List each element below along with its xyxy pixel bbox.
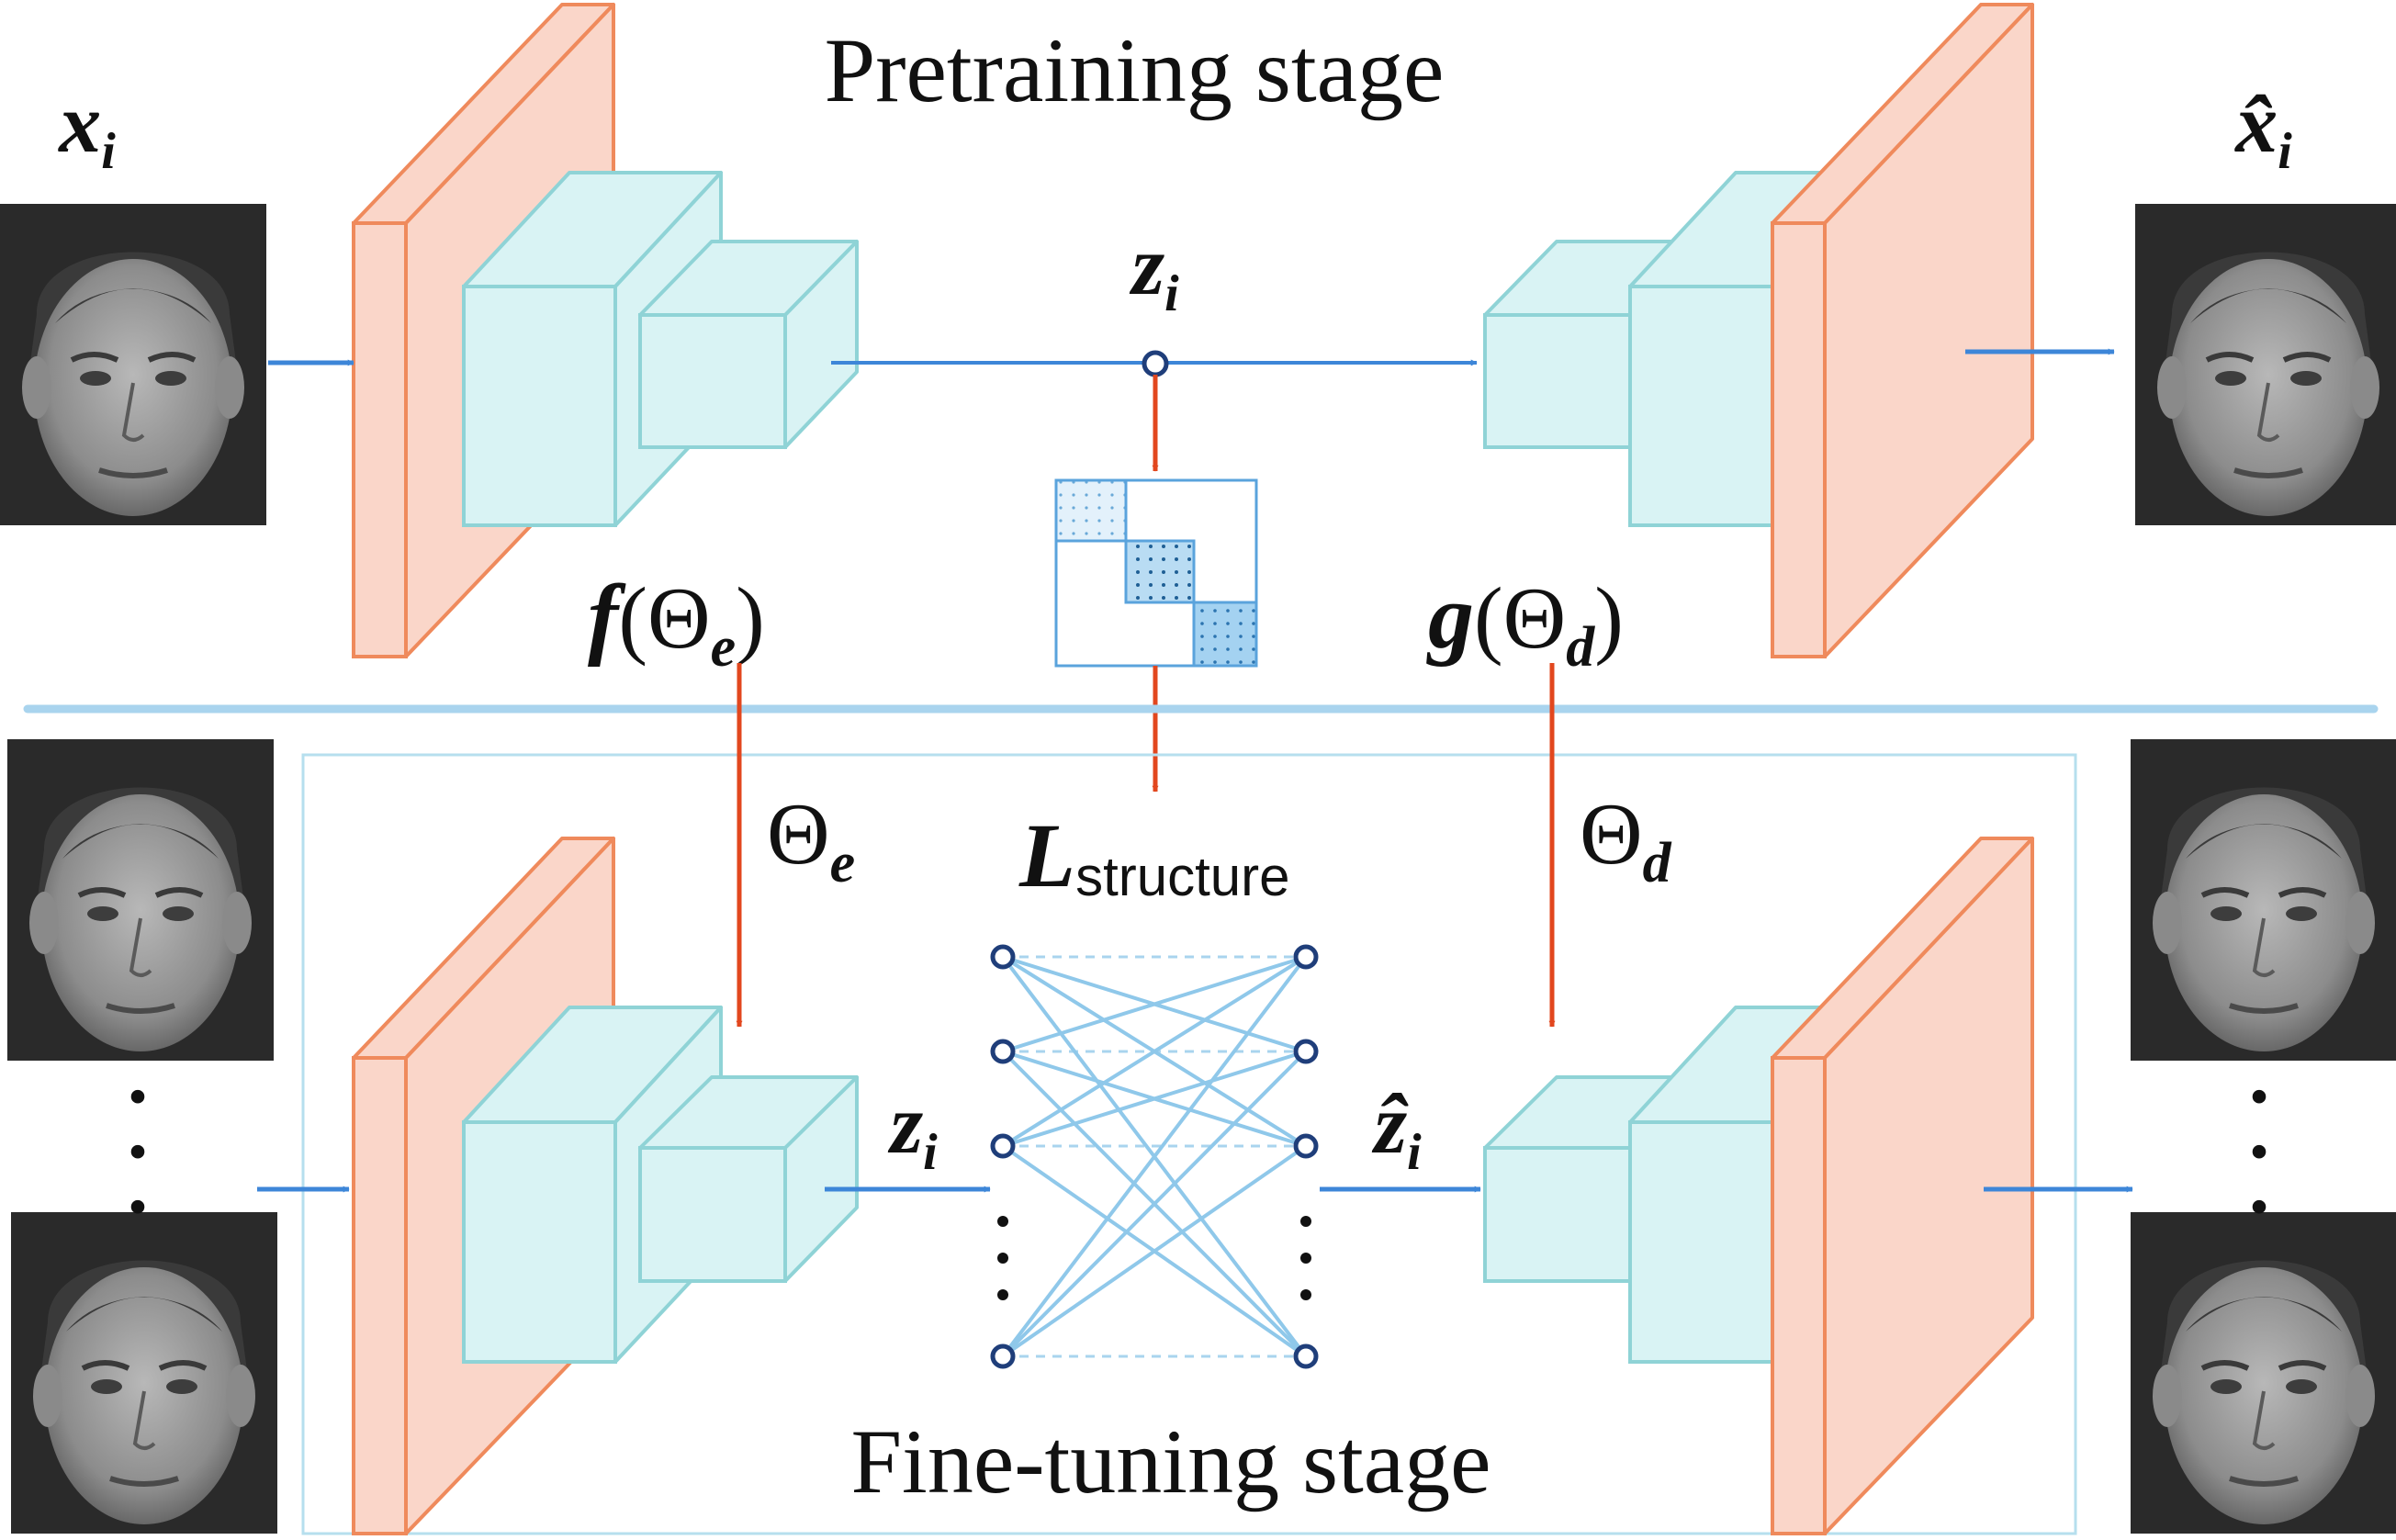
pretraining-stage-title: Pretraining stage: [825, 19, 1445, 121]
finetuning-stage-title: Fine-tuning stage: [850, 1411, 1490, 1512]
input-ellipsis: ...: [128, 1029, 149, 1231]
input-face-image-1: [7, 739, 274, 1061]
output-face-image-2: [2131, 1212, 2396, 1534]
decoder-function-label: g(Θd): [1426, 566, 1624, 679]
input-face-image: [0, 204, 266, 525]
latent-label-z-bottom: zi: [887, 1077, 938, 1181]
output-face-image-1: [2131, 739, 2396, 1061]
encoder-conv-block-2: [638, 240, 859, 449]
decoder-params-label: Θd: [1580, 785, 1672, 894]
block-diagonal-matrix: [1054, 478, 1258, 668]
encoder-params-label: Θe: [767, 785, 855, 894]
output-label-x-hat: x̂i: [2233, 76, 2292, 180]
encoder-function-label: f(Θe): [588, 566, 765, 679]
latent-node-top: [1142, 350, 1169, 377]
decoder-output-layer-finetune: [1771, 837, 2034, 1535]
decoder-output-layer: [1771, 3, 2034, 658]
structure-loss-label: Lstructure: [1018, 804, 1290, 907]
finetuning-stage-frame: [301, 753, 2077, 1535]
input-label-x: xi: [57, 76, 116, 180]
output-ellipsis: ...: [2249, 1029, 2270, 1231]
self-expression-network: [990, 944, 1319, 1369]
encoder-conv-block-2-finetune: [638, 1075, 859, 1283]
output-face-image: [2135, 204, 2396, 525]
latent-label-z-top: zi: [1129, 219, 1179, 322]
input-face-image-2: [11, 1212, 277, 1534]
latent-label-z-hat: ẑi: [1371, 1077, 1422, 1181]
